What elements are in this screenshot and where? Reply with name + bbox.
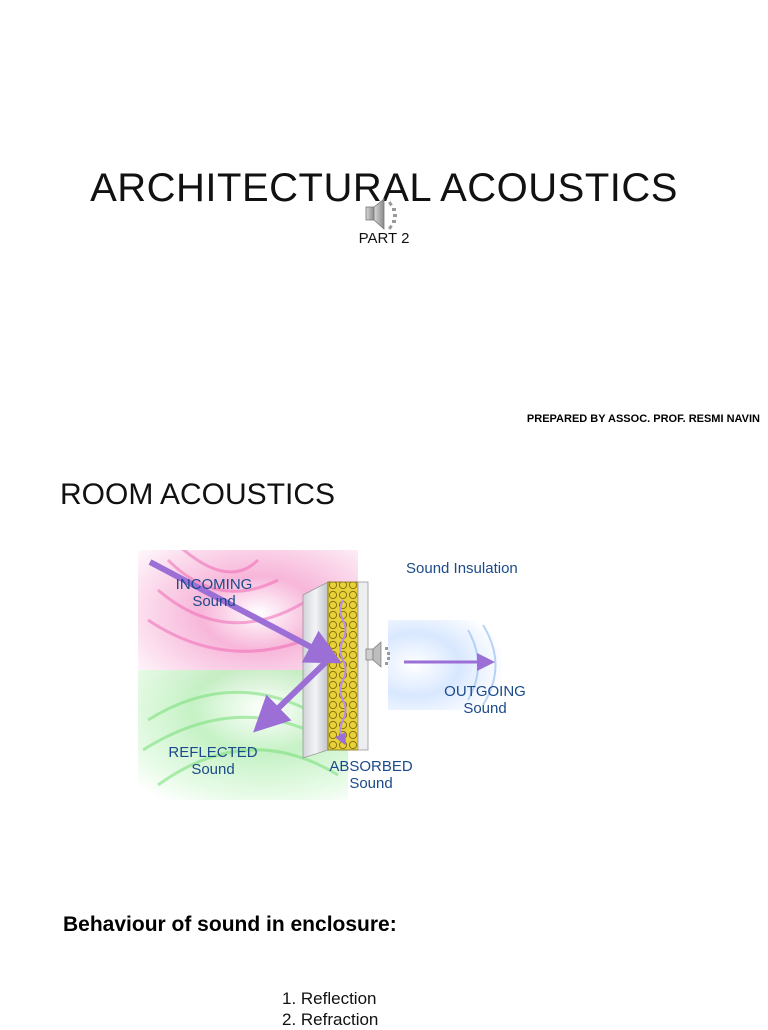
diagram-graphic <box>138 543 518 800</box>
list-item: 2. Refraction <box>282 1010 379 1029</box>
speaker-icon[interactable] <box>364 196 404 232</box>
slide-subtitle: PART 2 <box>358 230 410 247</box>
room-acoustics-slide: ROOM ACOUSTICS <box>0 440 768 1029</box>
section-heading: Behaviour of sound in enclosure: <box>63 913 397 936</box>
author-credit: PREPARED BY ASSOC. PROF. RESMI NAVIN <box>526 413 760 425</box>
title-slide: ARCHITECTURAL ACOUSTICS PART 2 PREPARED … <box>0 0 768 440</box>
list-item: 1. Reflection <box>282 989 377 1008</box>
label-sound-insulation: Sound Insulation <box>406 560 518 577</box>
slide-title: ROOM ACOUSTICS <box>60 478 336 511</box>
